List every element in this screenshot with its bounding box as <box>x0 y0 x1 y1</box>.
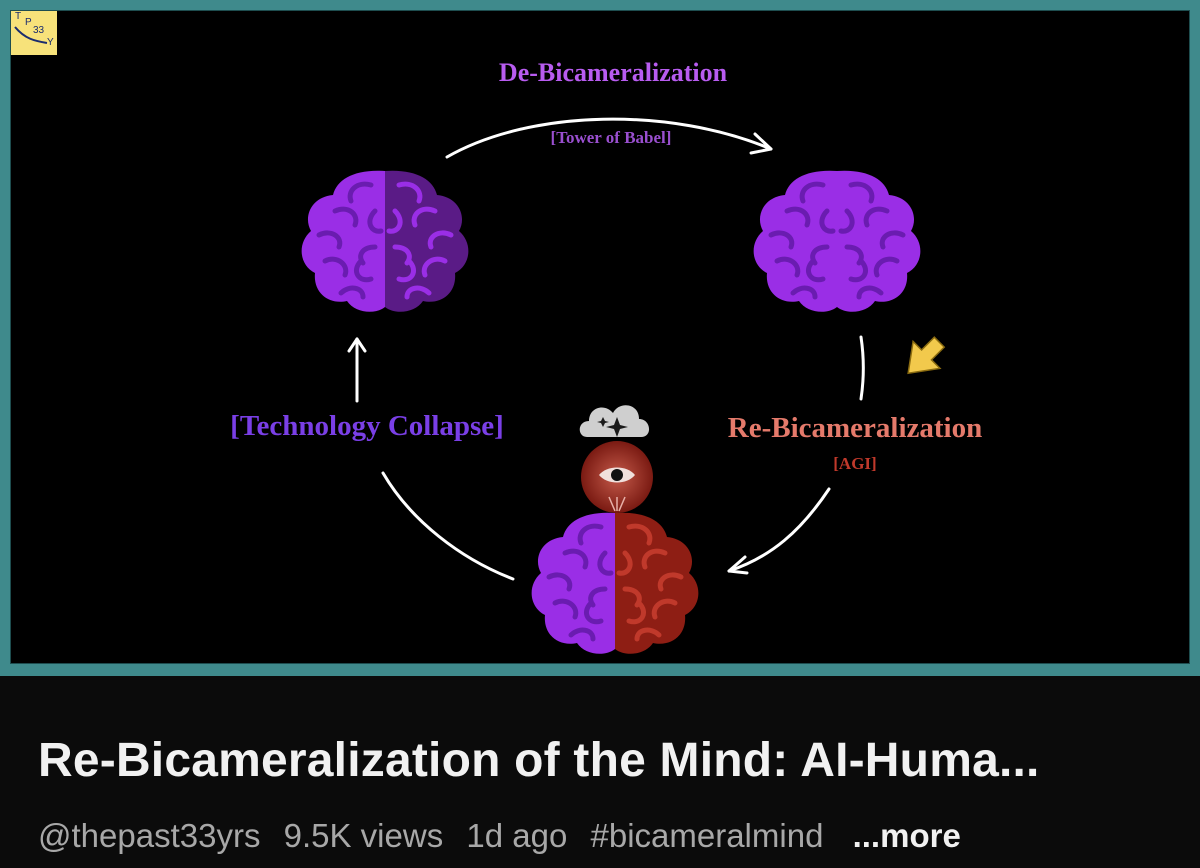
top-sublabel: [Tower of Babel] <box>551 128 672 147</box>
upload-age: 1d ago <box>466 817 568 854</box>
logo-letter-y: Y <box>47 37 54 48</box>
cycle-arrows <box>347 117 865 581</box>
video-info-panel <box>0 676 1200 868</box>
right-label: Re-Bicameralization <box>728 412 982 444</box>
brain-icon-top-right <box>753 170 921 312</box>
logo-letter-t: T <box>15 11 21 22</box>
thumbnail-canvas[interactable]: T P 33 Y De-Bicameralization [Tower of B… <box>10 10 1190 664</box>
ai-cloud-icon <box>579 405 650 437</box>
channel-logo-icon: T P 33 Y <box>11 11 57 55</box>
logo-number: 33 <box>33 25 45 36</box>
left-label: [Technology Collapse] <box>230 410 504 442</box>
more-button[interactable]: ...more <box>852 817 961 854</box>
video-title[interactable]: Re-Bicameralization of the Mind: AI-Huma… <box>38 734 1040 787</box>
bicameral-cycle-diagram: T P 33 Y De-Bicameralization [Tower of B… <box>11 11 982 654</box>
brain-icon-top-left <box>301 170 469 312</box>
video-thumbnail[interactable]: T P 33 Y De-Bicameralization [Tower of B… <box>0 0 1200 676</box>
brain-icon-bottom <box>531 512 699 654</box>
view-count: 9.5K views <box>283 817 444 854</box>
eye-icon <box>581 441 653 513</box>
arrow-right <box>859 335 865 401</box>
right-sublabel: [AGI] <box>833 454 876 473</box>
hashtag-link[interactable]: #bicameralmind <box>590 817 824 854</box>
logo-letter-p: P <box>25 17 32 28</box>
channel-link[interactable]: @thepast33yrs <box>38 817 261 854</box>
top-label: De-Bicameralization <box>499 58 728 87</box>
pointer-arrow-icon <box>907 336 946 375</box>
arrow-top <box>445 117 773 159</box>
video-metadata-row: @thepast33yrs 9.5K views 1d ago #bicamer… <box>38 816 961 856</box>
arrow-bottom-left <box>381 471 515 581</box>
arrow-bottom-right <box>727 487 831 573</box>
